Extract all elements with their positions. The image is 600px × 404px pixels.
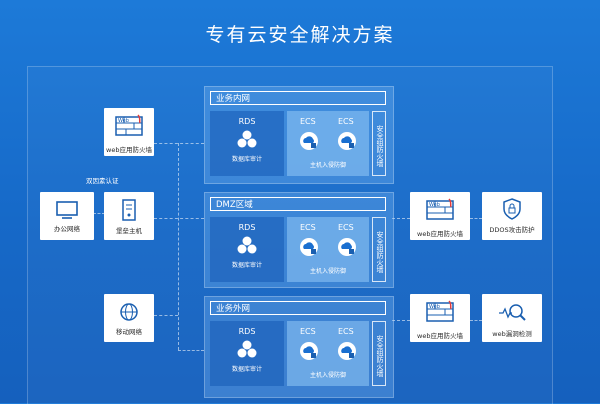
cloud-icon	[338, 342, 356, 360]
cloud-icon	[300, 238, 318, 256]
web-firewall-icon: Web	[115, 114, 143, 136]
ecs-label: ECS	[338, 223, 354, 232]
mobile-network-box[interactable]: 移动网络	[104, 294, 154, 342]
waf-box-left[interactable]: Web web应用防火墙	[104, 108, 154, 156]
connector-line	[392, 320, 410, 321]
waf-box-bottom[interactable]: Web web应用防火墙	[410, 294, 470, 342]
office-network-box[interactable]: 办公网络	[40, 192, 94, 240]
ddos-protection-box[interactable]: DDOS攻击防护	[482, 192, 542, 240]
bastion-host-box[interactable]: 堡垒主机	[104, 192, 154, 240]
connector-line	[154, 218, 204, 219]
vuln-label: web漏洞检测	[492, 330, 532, 338]
page-title: 专有云安全解决方案	[205, 24, 395, 46]
rds-card[interactable]: RDS 数据库审计	[210, 321, 284, 386]
rds-card[interactable]: RDS 数据库审计	[210, 217, 284, 282]
cloud-icon	[300, 132, 318, 150]
waf-box-mid[interactable]: Web web应用防火墙	[410, 192, 470, 240]
ddos-label: DDOS攻击防护	[489, 226, 535, 234]
waf-mid-label: web应用防火墙	[417, 230, 463, 238]
connector-line	[154, 143, 204, 144]
rds-label: RDS	[238, 223, 256, 232]
monitor-icon	[56, 201, 78, 219]
zone-dmz: DMZ区域 RDS 数据库审计 ECS ECS 主机入侵防御 安全组防火墙	[204, 192, 394, 288]
ecs-label: ECS	[338, 117, 354, 126]
web-firewall-icon: Web	[426, 300, 454, 322]
security-group-firewall: 安全组防火墙	[372, 217, 386, 282]
rds-label: RDS	[238, 327, 256, 336]
waf-bottom-label: web应用防火墙	[417, 332, 463, 340]
database-cluster-icon	[237, 340, 257, 358]
globe-icon	[120, 303, 138, 321]
security-group-firewall: 安全组防火墙	[372, 111, 386, 176]
ecs-label: ECS	[300, 223, 316, 232]
shield-lock-icon	[503, 198, 521, 220]
cloud-icon	[300, 342, 318, 360]
connector-line	[93, 213, 105, 214]
ecs-sub-label: 主机入侵防御	[309, 372, 346, 379]
rds-sub-label: 数据库审计	[231, 262, 262, 269]
connector-line	[470, 320, 482, 321]
cloud-icon	[338, 238, 356, 256]
server-icon	[122, 199, 136, 221]
ecs-card[interactable]: ECS ECS 主机入侵防御	[287, 321, 369, 386]
connector-line	[154, 315, 178, 316]
zone-title: 业务外网	[210, 301, 386, 315]
database-cluster-icon	[237, 236, 257, 254]
connector-line	[178, 143, 179, 350]
vulnerability-scan-icon	[499, 304, 526, 321]
rds-sub-label: 数据库审计	[231, 156, 262, 163]
database-cluster-icon	[237, 130, 257, 148]
ecs-card[interactable]: ECS ECS 主机入侵防御	[287, 217, 369, 282]
ecs-label: ECS	[338, 327, 354, 336]
waf-label-left: web应用防火墙	[106, 146, 152, 154]
ecs-label: ECS	[300, 327, 316, 336]
bastion-label: 堡垒主机	[116, 227, 142, 235]
svg-text:Web: Web	[118, 118, 129, 124]
security-group-firewall: 安全组防火墙	[372, 321, 386, 386]
vuln-scan-box[interactable]: web漏洞检测	[482, 294, 542, 342]
connector-line	[178, 350, 204, 351]
mobile-label: 移动网络	[116, 328, 142, 336]
connector-line	[470, 218, 482, 219]
zone-title: 业务内网	[210, 91, 386, 105]
ecs-card[interactable]: ECS ECS 主机入侵防御	[287, 111, 369, 176]
web-firewall-icon: Web	[426, 198, 454, 220]
ecs-sub-label: 主机入侵防御	[309, 268, 346, 275]
rds-label: RDS	[238, 117, 256, 126]
connector-line	[392, 218, 410, 219]
office-label: 办公网络	[54, 225, 80, 233]
ecs-sub-label: 主机入侵防御	[309, 162, 346, 169]
cloud-icon	[338, 132, 356, 150]
rds-card[interactable]: RDS 数据库审计	[210, 111, 284, 176]
auth-label: 双因素认证	[86, 177, 119, 185]
zone-internal: 业务内网 RDS 数据库审计 ECS ECS 主机入侵防御 安全组防火墙	[204, 86, 394, 184]
diagram-frame	[27, 66, 553, 404]
ecs-label: ECS	[300, 117, 316, 126]
svg-text:Web: Web	[429, 202, 440, 208]
zone-title: DMZ区域	[210, 197, 386, 211]
rds-sub-label: 数据库审计	[231, 366, 262, 373]
zone-external: 业务外网 RDS 数据库审计 ECS ECS 主机入侵防御 安全组防火墙	[204, 296, 394, 398]
svg-text:Web: Web	[429, 304, 440, 310]
